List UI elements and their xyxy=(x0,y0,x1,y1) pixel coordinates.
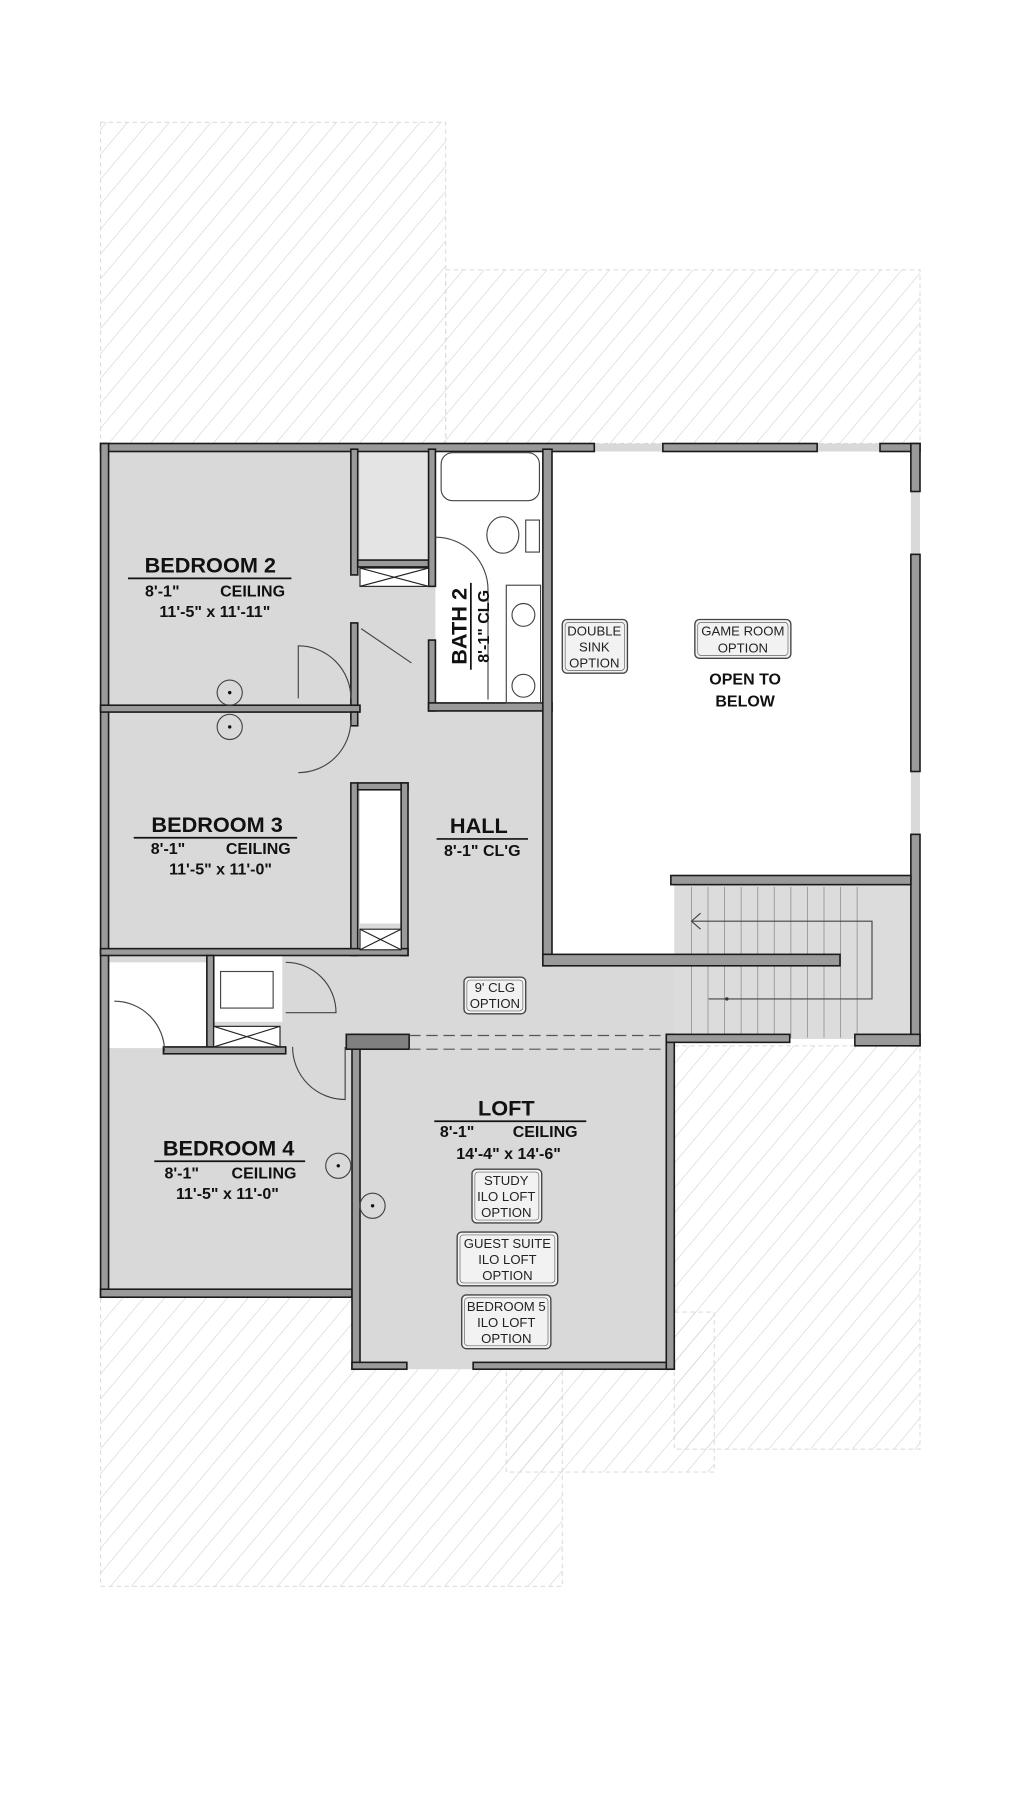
option-guest-suite: GUEST SUITE ILO LOFT OPTION xyxy=(456,1231,559,1287)
door-swing xyxy=(297,645,352,699)
room-bedroom-3: BEDROOM 3 8'-1" CEILING 11'-5" x 11'-0" xyxy=(133,812,298,878)
svg-text:ILO LOFT: ILO LOFT xyxy=(478,1252,536,1267)
svg-text:STUDY: STUDY xyxy=(484,1173,529,1188)
svg-text:GAME ROOM: GAME ROOM xyxy=(701,624,784,639)
ceiling-fan-icon xyxy=(216,713,243,741)
ceiling-height: 8'-1" xyxy=(151,841,186,858)
svg-text:ILO LOFT: ILO LOFT xyxy=(477,1315,535,1330)
svg-text:BELOW: BELOW xyxy=(715,693,775,710)
svg-text:BEDROOM 5: BEDROOM 5 xyxy=(467,1299,546,1314)
room-name: LOFT xyxy=(478,1095,535,1120)
fixtures xyxy=(114,452,542,1219)
room-name: BATH 2 xyxy=(446,588,471,665)
ceiling-height: 8'-1" CLG xyxy=(476,590,493,663)
ceiling-fan-icon xyxy=(359,1192,386,1219)
svg-text:OPTION: OPTION xyxy=(569,656,619,671)
svg-text:OPTION: OPTION xyxy=(470,996,520,1011)
svg-text:SINK: SINK xyxy=(579,640,610,655)
option-study: STUDY ILO LOFT OPTION xyxy=(471,1168,543,1224)
ceiling-fan-icon xyxy=(216,679,243,706)
room-hall: HALL 8'-1" CL'G xyxy=(436,813,528,860)
svg-text:OPTION: OPTION xyxy=(718,641,768,656)
ceiling-height: 8'-1" CL'G xyxy=(444,843,521,860)
washer-icon xyxy=(219,970,274,1009)
room-loft: LOFT 8'-1" CEILING 14'-4" x 14'-6" xyxy=(434,1095,587,1163)
svg-text:OPTION: OPTION xyxy=(482,1268,532,1283)
ceiling-fan-icon xyxy=(325,1152,352,1179)
option-double-sink: DOUBLE SINK OPTION xyxy=(561,618,629,674)
option-bedroom-5: BEDROOM 5 ILO LOFT OPTION xyxy=(461,1294,552,1350)
room-size: 11'-5" x 11'-0" xyxy=(169,861,272,878)
svg-text:DOUBLE: DOUBLE xyxy=(567,624,621,639)
room-bedroom-4: BEDROOM 4 8'-1" CEILING 11'-5" x 11'-0" xyxy=(154,1135,306,1203)
sink-icon xyxy=(511,602,536,627)
ceiling-height: 8'-1" xyxy=(145,584,180,601)
room-size: 11'-5" x 11'-11" xyxy=(159,604,270,621)
svg-text:OPTION: OPTION xyxy=(481,1205,531,1220)
door-swing xyxy=(298,720,352,774)
ceiling-height: 8'-1" xyxy=(440,1124,475,1141)
bathtub-icon xyxy=(440,452,540,502)
option-game-room: GAME ROOM OPTION xyxy=(694,618,792,660)
open-to-below-area xyxy=(552,451,911,955)
room-name: BEDROOM 3 xyxy=(151,812,282,837)
room-name: HALL xyxy=(450,813,508,838)
walls xyxy=(99,442,921,1371)
svg-text:OPEN TO: OPEN TO xyxy=(709,672,781,689)
room-name: BEDROOM 4 xyxy=(163,1135,294,1160)
open-to-below-label: OPEN TO BELOW xyxy=(709,672,781,711)
room-size: 14'-4" x 14'-6" xyxy=(456,1146,561,1163)
svg-text:GUEST SUITE: GUEST SUITE xyxy=(464,1236,552,1251)
ceiling-height: 8'-1" xyxy=(164,1165,199,1182)
sink-icon xyxy=(511,673,536,698)
room-bath-2: BATH 2 8'-1" CLG xyxy=(446,582,493,670)
bath-floor xyxy=(435,449,543,703)
ceiling-label: CEILING xyxy=(513,1124,578,1141)
option-9-clg: 9' CLG OPTION xyxy=(463,976,527,1015)
svg-text:9' CLG: 9' CLG xyxy=(475,980,515,995)
room-bedroom-2: BEDROOM 2 8'-1" CEILING 11'-5" x 11'-11" xyxy=(128,553,292,621)
room-name: BEDROOM 2 xyxy=(145,553,276,578)
ceiling-label: CEILING xyxy=(220,584,285,601)
room-size: 11'-5" x 11'-0" xyxy=(176,1186,279,1203)
toilet-icon xyxy=(486,516,520,554)
svg-text:ILO LOFT: ILO LOFT xyxy=(477,1189,535,1204)
ceiling-label: CEILING xyxy=(232,1165,297,1182)
svg-text:OPTION: OPTION xyxy=(481,1331,531,1346)
ceiling-label: CEILING xyxy=(226,841,291,858)
